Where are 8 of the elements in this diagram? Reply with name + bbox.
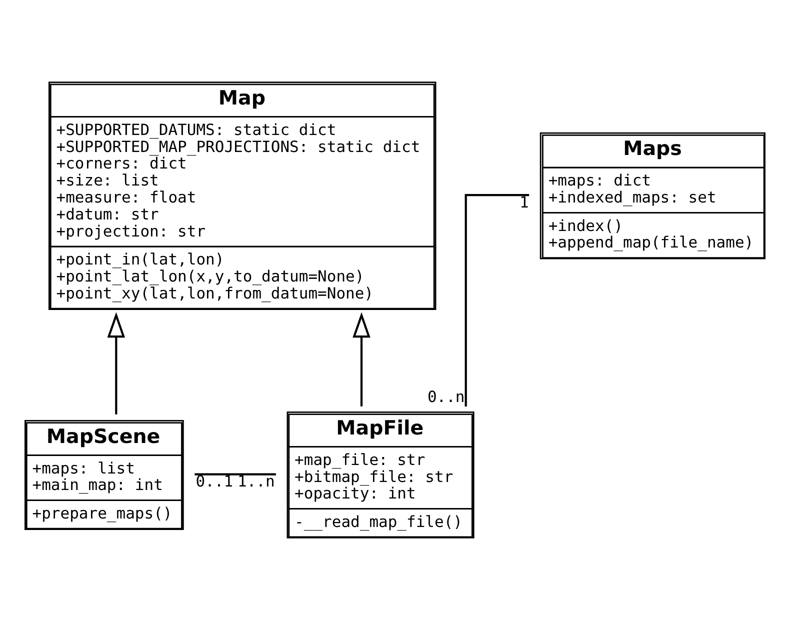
label: 0..n [427,388,465,406]
connector [464,194,530,406]
arrow [107,312,126,414]
arrow [352,312,370,406]
connector [194,473,276,476]
label: 1 [520,193,529,212]
label: 1..n [238,472,275,491]
label: 0..1 [196,472,234,491]
